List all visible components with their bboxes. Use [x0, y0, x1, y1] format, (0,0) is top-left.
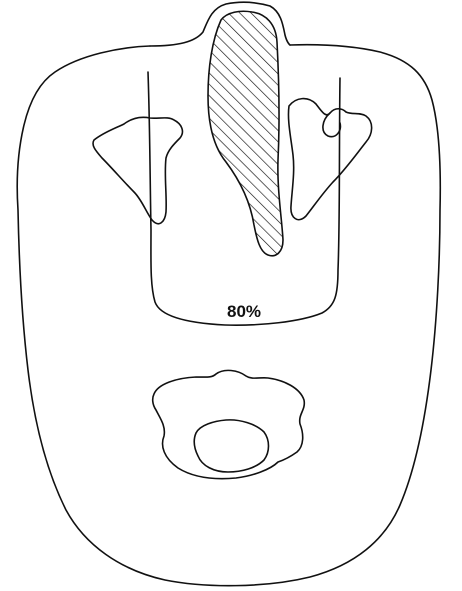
isodose-label: 80% [227, 302, 261, 321]
hatched-target-volume [208, 11, 283, 255]
left-sinus-contour [93, 117, 182, 223]
right-sinus-contour [288, 99, 371, 220]
posterior-outer-contour [153, 370, 305, 478]
right-sinus-fold [323, 113, 340, 137]
posterior-inner-contour [194, 420, 268, 472]
